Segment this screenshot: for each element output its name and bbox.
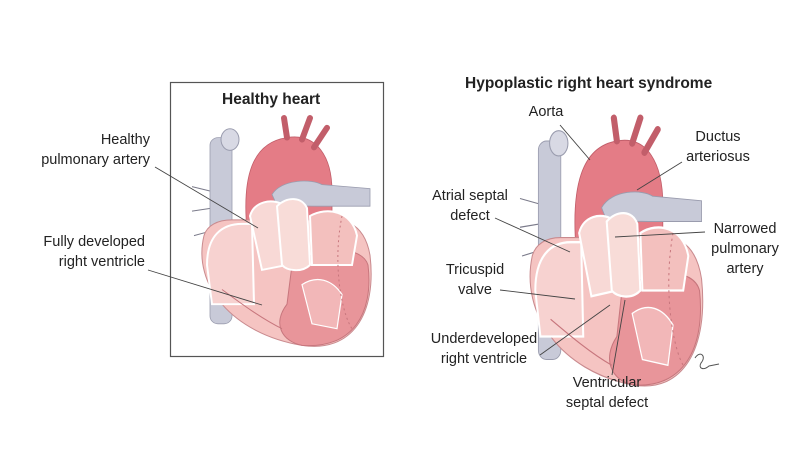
- label-line: arteriosus: [686, 149, 750, 165]
- label-aorta: Aorta: [529, 102, 564, 122]
- label-line: Fully developed: [43, 234, 145, 250]
- label-fully-developed-right-ventricle: Fully developed right ventricle: [43, 232, 145, 272]
- label-line: Underdeveloped: [430, 331, 538, 347]
- label-line: Aorta: [528, 104, 564, 120]
- healthy-heart-illustration: [192, 118, 371, 346]
- label-line: Tricuspid: [445, 262, 505, 278]
- label-ductus-arteriosus: Ductus arteriosus: [686, 127, 750, 167]
- healthy-leader-lines: [147, 166, 263, 306]
- label-underdeveloped-right-ventricle: Underdeveloped right ventricle: [431, 329, 537, 369]
- hypoplastic-leader-lines: [494, 124, 706, 376]
- label-line: right ventricle: [58, 254, 145, 270]
- hypoplastic-title: Hypoplastic right heart syndrome: [465, 75, 713, 92]
- label-line: Narrowed: [713, 221, 777, 237]
- label-line: right ventricle: [440, 351, 528, 367]
- label-line: defect: [450, 208, 490, 224]
- label-narrowed-pulmonary-artery: Narrowed pulmonary artery: [711, 219, 779, 279]
- label-atrial-septal-defect: Atrial septal defect: [432, 186, 508, 226]
- label-line: Ductus: [695, 129, 741, 145]
- label-tricuspid-valve: Tricuspid valve: [446, 260, 504, 300]
- healthy-heart-title: Healthy heart: [222, 91, 321, 108]
- healthy-heart-frame: [169, 81, 385, 358]
- label-line: valve: [458, 282, 492, 298]
- label-line: Atrial septal: [432, 188, 508, 204]
- label-line: Ventricular: [572, 375, 642, 391]
- label-healthy-pulmonary-artery: Healthy pulmonary artery: [41, 130, 150, 170]
- label-line: pulmonary artery: [41, 152, 150, 168]
- label-line: Healthy: [100, 132, 150, 148]
- label-line: pulmonary: [711, 241, 779, 257]
- hypoplastic-heart-illustration: [520, 118, 703, 386]
- label-ventricular-septal-defect: Ventricular septal defect: [566, 373, 648, 413]
- label-line: artery: [726, 261, 764, 277]
- artist-signature: [694, 353, 720, 370]
- label-line: septal defect: [565, 395, 649, 411]
